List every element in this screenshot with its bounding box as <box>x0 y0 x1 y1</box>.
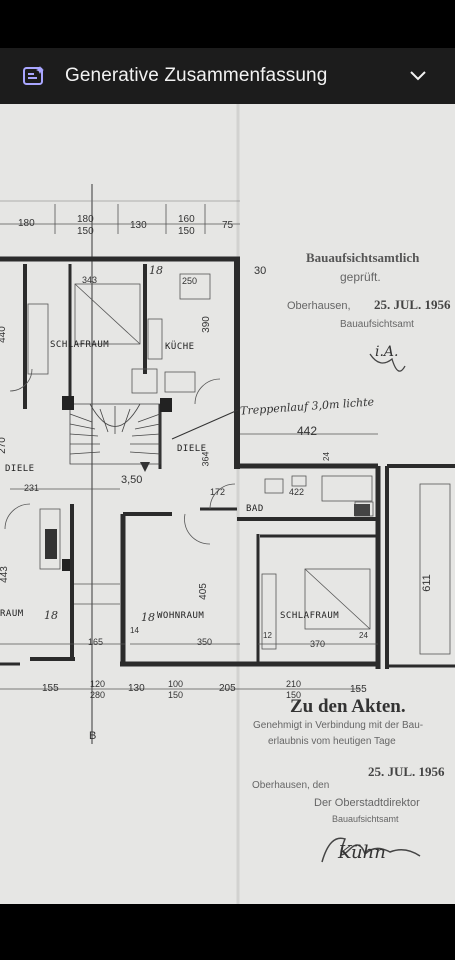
dim-label: 150 <box>178 226 195 237</box>
dim-label: 180 <box>18 218 35 229</box>
dim-label: 150 <box>168 690 184 700</box>
handwritten-dim: 18 <box>44 609 58 622</box>
handwritten-dim: 18 <box>149 264 163 277</box>
stamp-text: erlaubnis vom heutigen Tage <box>268 736 396 747</box>
dim-label: 30 <box>254 265 267 277</box>
dim-label: 422 <box>289 487 305 497</box>
dim-label: 210 <box>286 679 302 689</box>
dim-label: 14 <box>130 626 139 635</box>
stamp-text: Der Oberstadtdirektor <box>314 797 420 809</box>
axis-label: B <box>89 730 97 742</box>
room-label-diele: DIELE <box>177 444 207 454</box>
floor-plan-drawing <box>0 104 455 904</box>
room-label-bad: BAD <box>246 504 264 514</box>
dim-label: 24 <box>321 452 331 461</box>
dim-label: 165 <box>88 637 104 647</box>
dim-label: 172 <box>210 487 226 497</box>
room-label-wohnraum: WOHNRAUM <box>157 611 205 621</box>
dim-label: 24 <box>359 631 368 640</box>
stamp-date: 25. JUL. 1956 <box>374 297 451 312</box>
handwritten-dim: 18 <box>141 611 155 624</box>
handwritten-signature: Kühn <box>338 842 386 863</box>
dim-label: 350 <box>197 637 213 647</box>
dim-label: 364 <box>200 451 211 467</box>
stamp-text: Bauaufsichtsamtlich <box>306 250 420 265</box>
generative-summary-icon[interactable] <box>22 65 46 87</box>
dim-label: 120 <box>90 679 106 689</box>
dim-label: 150 <box>77 226 94 237</box>
stamp-title: Zu den Akten. <box>290 696 406 717</box>
dim-label: 343 <box>82 275 98 285</box>
stamp-text: geprüft. <box>340 270 381 284</box>
dim-label: 370 <box>310 639 326 649</box>
room-label-kueche: KÜCHE <box>165 342 195 352</box>
stamp-text: Genehmigt in Verbindung mit der Bau- <box>253 720 424 731</box>
dim-label: 160 <box>178 214 195 225</box>
stamp-text: Bauaufsichtsamt <box>340 319 414 330</box>
dim-label: 3,50 <box>121 474 143 486</box>
dim-label: 75 <box>222 220 234 231</box>
stamp-text: Bauaufsichtsamt <box>332 814 399 824</box>
app-header: Generative Zusammenfassung <box>0 48 455 104</box>
dim-label: 150 <box>286 690 302 700</box>
floor-plan-document: SCHLAFRAUM KÜCHE DIELE DIELE BAD WOHNRAU… <box>0 104 455 904</box>
dim-label: 100 <box>168 679 184 689</box>
dim-label: 205 <box>219 683 236 694</box>
dim-label: 440 <box>0 326 8 343</box>
chevron-down-icon[interactable] <box>408 68 428 84</box>
dim-label: 611 <box>420 574 433 592</box>
dim-label: 443 <box>0 566 10 583</box>
dim-label: 231 <box>24 483 40 493</box>
dim-label: 280 <box>90 690 106 700</box>
dim-label: 12 <box>263 631 272 640</box>
dim-label: 180 <box>77 214 94 225</box>
dim-label: 155 <box>42 683 59 694</box>
stamp-text: Oberhausen, den <box>252 780 330 791</box>
page-title: Generative Zusammenfassung <box>65 65 328 86</box>
room-label-schlafraum: SCHLAFRAUM <box>50 340 110 350</box>
dim-label: 250 <box>182 276 198 286</box>
dim-label: 130 <box>130 220 147 231</box>
dim-label: 442 <box>297 424 318 438</box>
room-label-schlafraum-2: SCHLAFRAUM <box>280 611 340 621</box>
dim-label: 155 <box>350 684 367 695</box>
room-label-diele-left: DIELE <box>5 464 35 474</box>
stamp-date: 25. JUL. 1956 <box>368 764 445 779</box>
dim-label: 405 <box>197 583 209 600</box>
dim-label: 130 <box>128 683 145 694</box>
dim-label: 390 <box>200 316 212 333</box>
dim-label: 270 <box>0 437 8 454</box>
stamp-text: Oberhausen, <box>287 300 351 312</box>
room-label-raum: RAUM <box>0 609 24 619</box>
handwritten-initials: i.A. <box>375 344 399 360</box>
